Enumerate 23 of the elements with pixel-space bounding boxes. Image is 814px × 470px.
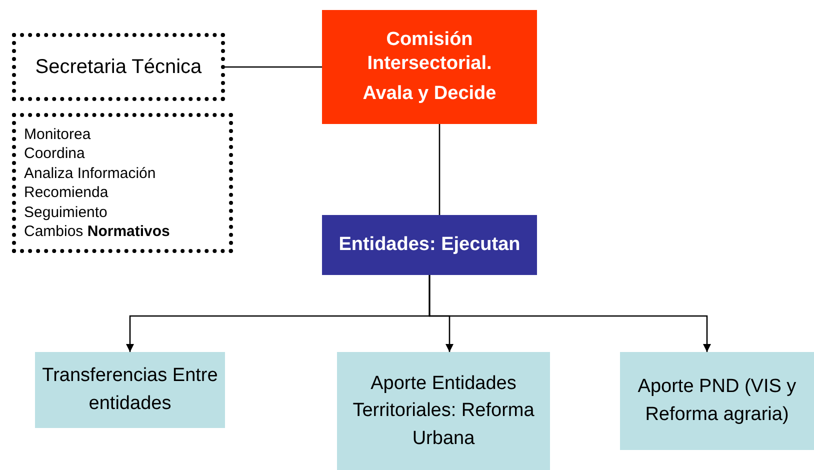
list-item: Coordina [24, 144, 85, 164]
secretariat-box [12, 33, 225, 101]
box-label: Aporte Entidades Territoriales: Reforma Urbana [352, 372, 536, 451]
process-box [337, 352, 550, 470]
box-title: Comisión Intersectorial. [366, 28, 493, 76]
process-box [620, 352, 814, 450]
list-item: Monitorea [24, 124, 91, 144]
execution-box [322, 215, 537, 275]
connector [438, 124, 440, 215]
box-label: Avala y Decide [362, 82, 496, 106]
box-label: Transferencias Entre entidades [41, 364, 219, 416]
list-item: Cambios Normativos [24, 222, 170, 242]
connector [225, 66, 322, 68]
list-item: Recomienda [24, 183, 108, 202]
box-label: Aporte PND (VIS y Reforma agraria) [636, 375, 798, 427]
functions-box [12, 113, 233, 253]
box-label: Entidades: Ejecutan [338, 233, 520, 258]
box-label: Secretaria Técnica [35, 54, 202, 80]
list-item: Analiza Información [24, 164, 156, 183]
process-box [35, 352, 225, 428]
connector [428, 275, 711, 352]
list-item: Seguimiento [24, 202, 108, 222]
decision-box [322, 10, 537, 124]
